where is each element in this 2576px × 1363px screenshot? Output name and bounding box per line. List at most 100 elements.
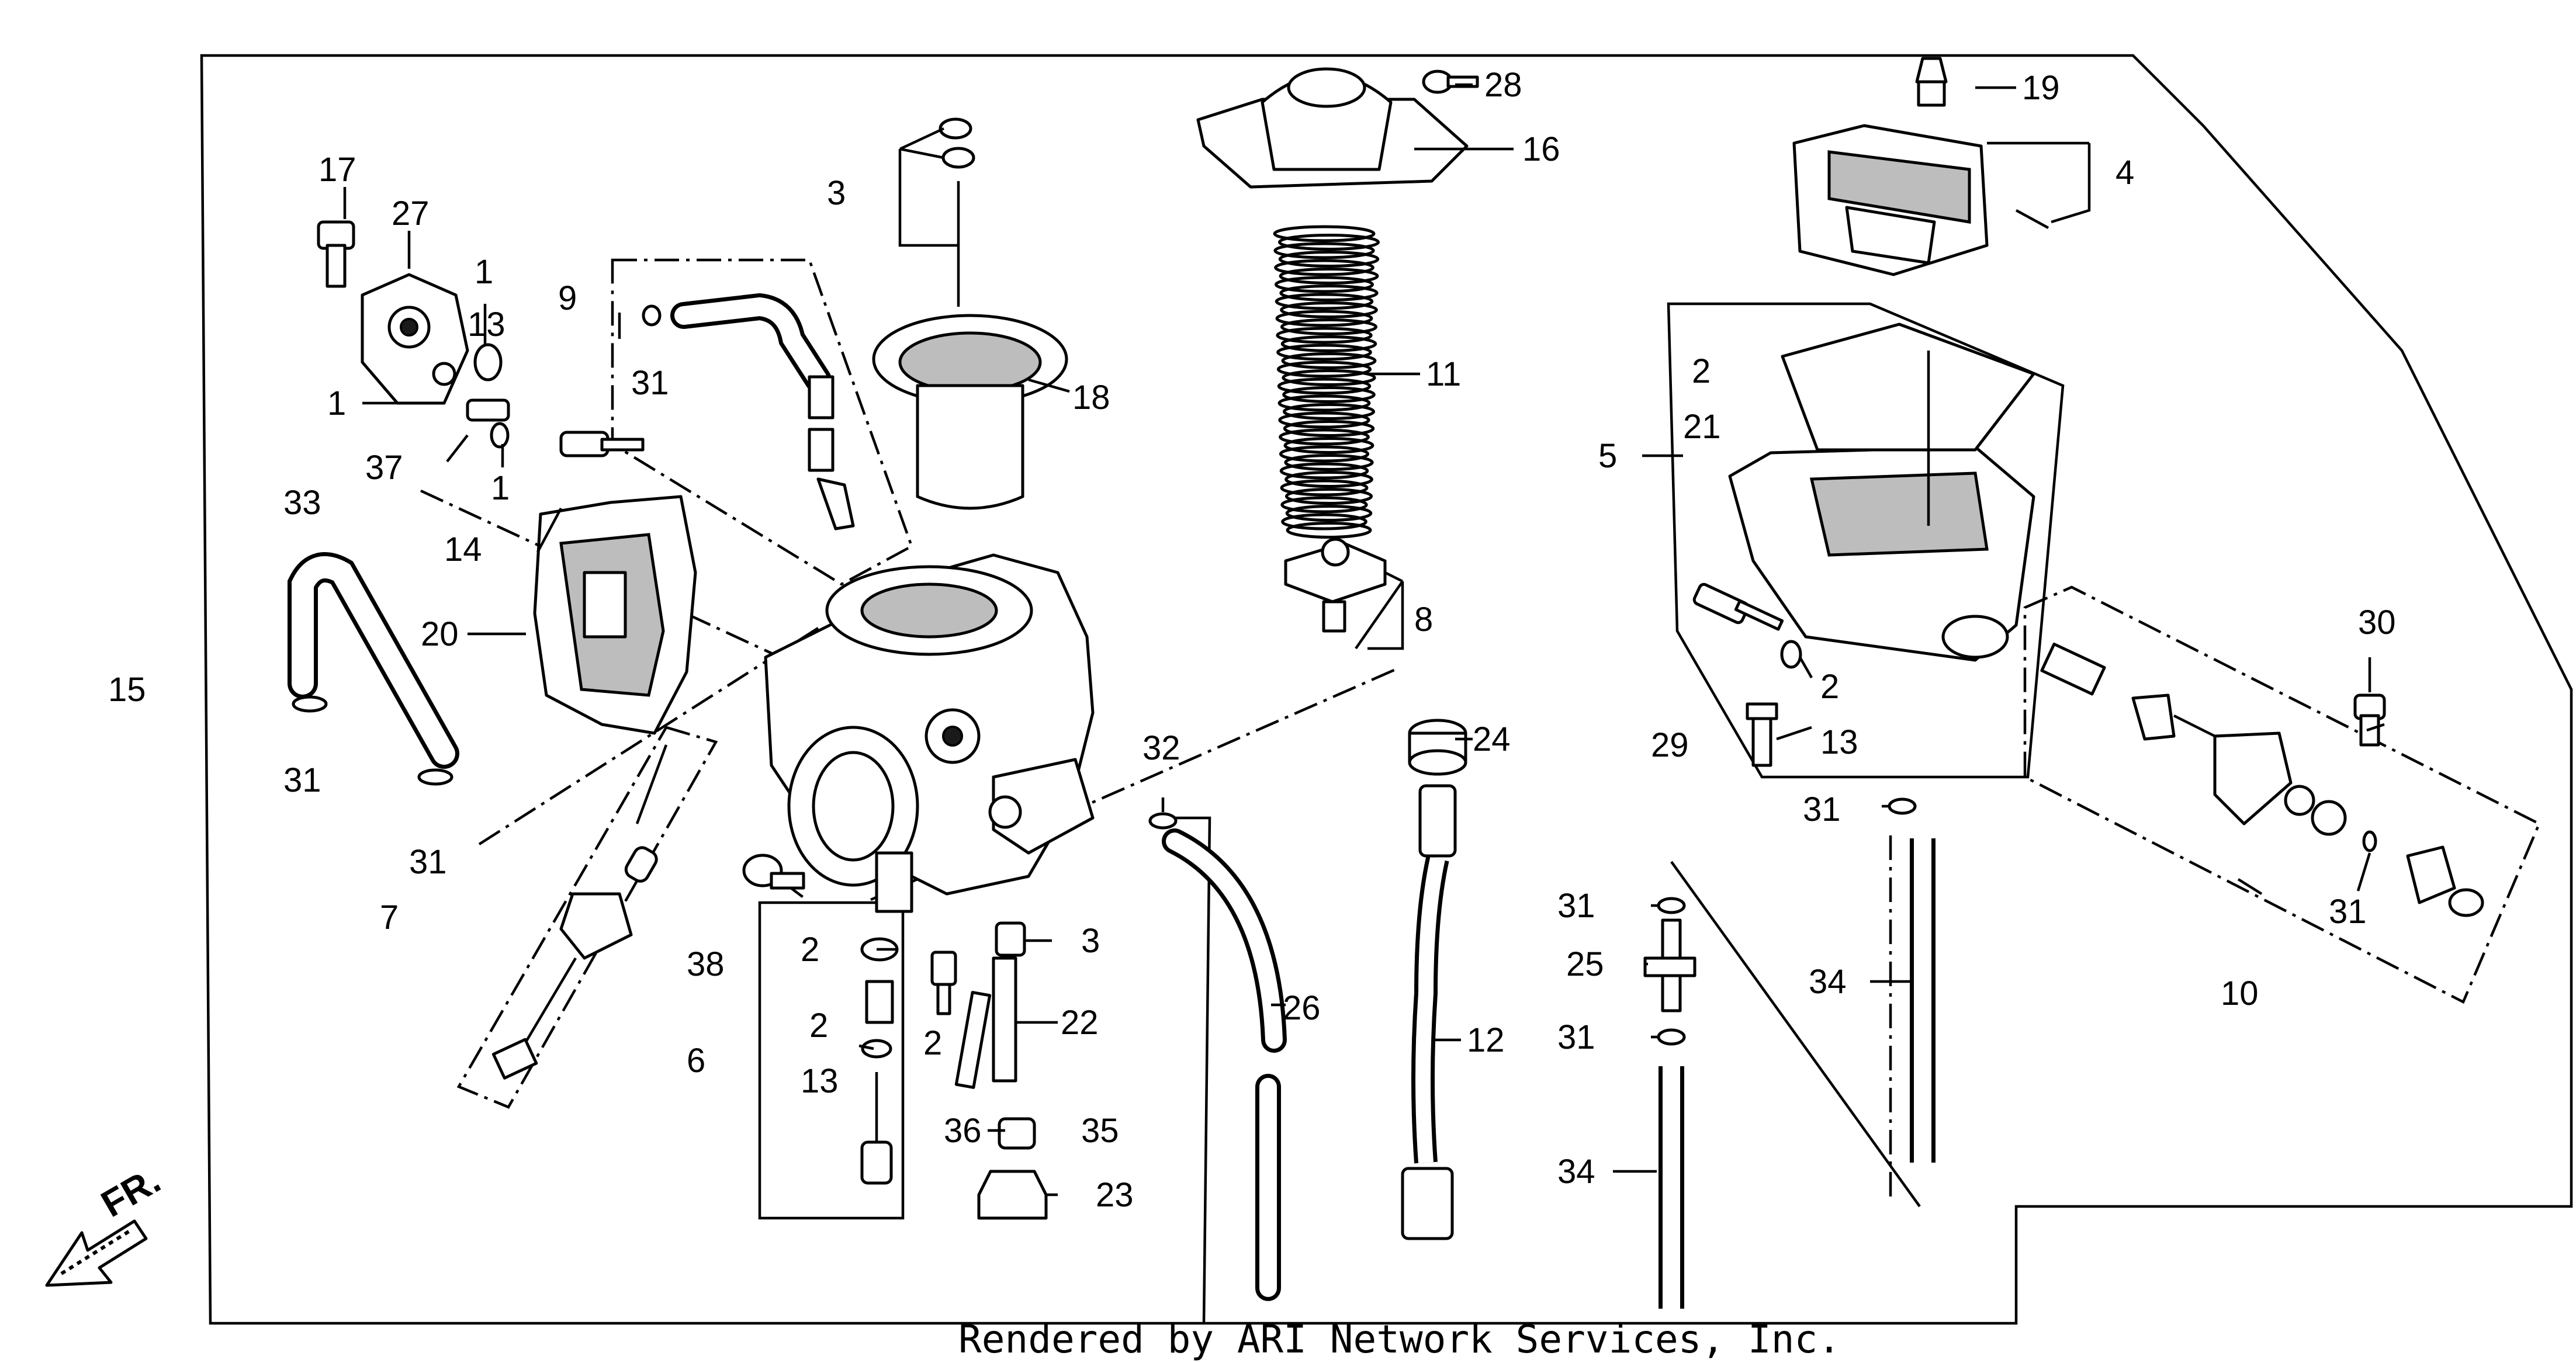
part-31-clip-r2 [1657,897,1686,914]
spring-coil [1282,386,1376,403]
group-box-7 [456,726,718,1109]
spring-coil [1275,310,1373,327]
callout-14: 14 [444,530,482,568]
part-19-float-valve [1915,57,1948,107]
spring-coil [1284,471,1373,488]
callout-1-left: 1 [327,384,346,422]
spring-coil [1280,479,1369,497]
callout-2-group6: 2 [801,931,819,969]
callout-20: 20 [421,615,459,653]
part-7-screw-spring [491,744,668,1080]
callout-18: 18 [1072,379,1110,417]
callout-15: 15 [108,671,146,709]
spring-coil [1279,428,1370,446]
leader-lines [343,83,2385,1196]
callout-35: 35 [1081,1112,1119,1150]
callout-6: 6 [687,1042,705,1080]
callouts: 17 27 1 13 1 37 1 14 20 33 15 31 31 7 9 … [108,66,2396,1214]
part-24-cap [1408,719,1467,776]
callout-38: 38 [687,945,725,983]
callout-30: 30 [2358,604,2396,641]
spring-coil [1273,225,1376,242]
callout-2-drain: 2 [1820,668,1839,706]
callout-17: 17 [318,151,356,189]
callout-7: 7 [380,899,399,937]
part-9-hose-assembly [670,293,855,530]
callout-31-lower: 31 [409,843,447,881]
callout-1-bottom: 1 [491,469,510,507]
spring-coil [1280,318,1378,335]
callout-22: 22 [1061,1004,1099,1042]
callout-25: 25 [1566,945,1604,983]
part-6-pilot-screw-assembly [860,937,899,1185]
callout-2-lower6: 2 [809,1007,828,1045]
part-14-pump-screw [559,431,645,457]
callout-28: 28 [1484,66,1522,104]
part-2-needle-jet [930,951,957,1015]
callout-31-r3: 31 [1557,1018,1595,1056]
group-box-5 [1667,302,2065,779]
part-31-clip-r3 [1657,1028,1686,1046]
callout-3-top: 3 [827,174,846,212]
callout-5: 5 [1598,437,1617,475]
part-31-clip-9 [642,304,662,327]
callout-29: 29 [1651,726,1689,764]
callout-34-left: 34 [1557,1153,1595,1191]
callout-31-r1: 31 [1803,790,1841,828]
part-13-oring-top [473,343,503,381]
part-3-jet-needle [939,117,975,307]
callout-24: 24 [1473,720,1511,758]
callout-21: 21 [1683,408,1721,446]
callout-11: 11 [1426,355,1461,393]
part-26-hose [1162,828,1287,1301]
callout-3-jet: 3 [1081,922,1100,960]
callout-31-group9: 31 [631,364,669,402]
spring-coil [1284,454,1374,471]
callout-31-choke: 31 [2329,893,2367,931]
part-33-bent-hose [288,552,459,769]
spring-coil [1276,327,1373,344]
callout-13-top: 13 [468,306,505,344]
front-direction-arrow: FR. [45,1159,167,1287]
group-box-6 [758,901,905,1220]
spring-coil [1274,259,1374,276]
callout-10: 10 [2221,974,2259,1012]
spring-coil [1276,344,1372,361]
spring-coil [1274,276,1374,293]
spring-coil [1283,420,1375,437]
callout-36: 36 [944,1112,982,1150]
callout-37: 37 [365,449,403,487]
callout-8: 8 [1414,601,1433,639]
callout-2-jet: 2 [923,1024,942,1062]
spring-coil [1275,293,1374,310]
spring-coil [1279,462,1369,480]
part-8-spring-seat [1284,537,1387,633]
spring-coil [1282,403,1376,420]
spring-coil [1280,496,1368,514]
part-17-screw [317,220,355,288]
spring-coil [1286,522,1372,539]
part-35-main-jet [998,1117,1036,1150]
spring-coil [1277,377,1372,395]
part-29-screw [1746,702,1778,767]
part-31-clip-r1 [1888,797,1917,815]
footer-credit: Rendered by ARI Network Services, Inc. [958,1317,1841,1362]
spring-coil [1278,251,1380,268]
part-4-float [1792,124,2049,276]
callout-34-right: 34 [1809,963,1847,1001]
callout-9: 9 [558,279,577,317]
callout-26: 26 [1283,989,1321,1027]
callout-31-left: 31 [283,761,321,799]
spring-coil [1273,242,1375,259]
spring-coil [1281,513,1367,530]
part-25-fitting [1643,918,1696,1012]
part-23-drain-plug [977,1170,1048,1220]
spring-coil [1277,394,1371,412]
part-16-top-cover [1196,67,1469,189]
part-37-screw [466,398,510,422]
part-28-screw [1422,70,1479,94]
spring-coil [1278,411,1370,429]
part-27-throttle-bracket [361,273,469,405]
group-box-10 [2023,585,2541,1004]
part-10-enricher [2040,642,2484,917]
